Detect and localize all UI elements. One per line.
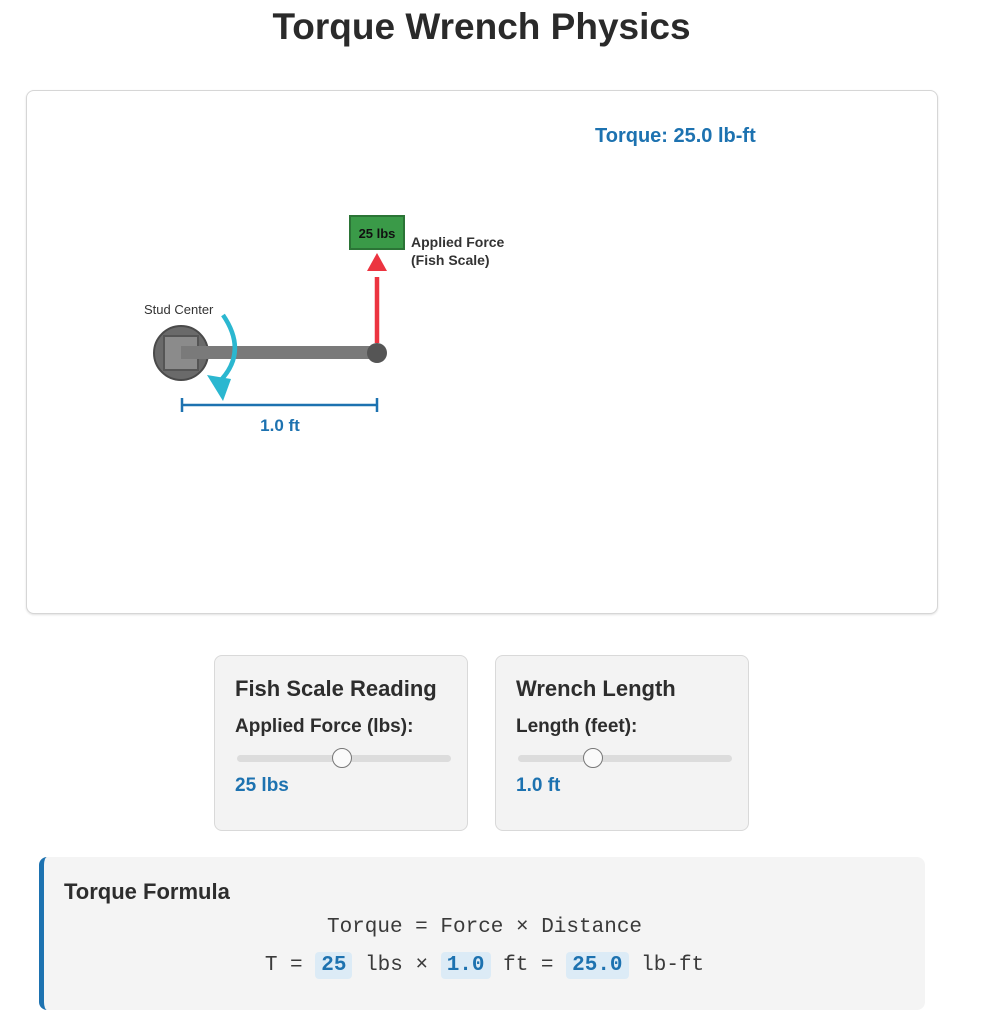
torque-readout: Torque: 25.0 lb-ft — [595, 125, 756, 147]
formula-box: Torque Formula Torque = Force × Distance… — [39, 857, 925, 1010]
force-control-card: Fish Scale Reading Applied Force (lbs): … — [214, 655, 468, 831]
length-slider[interactable] — [518, 748, 732, 768]
fish-scale-label: 25 lbs — [359, 226, 396, 241]
page-title: Torque Wrench Physics — [272, 6, 691, 47]
applied-force-label: Applied Force — [411, 234, 505, 250]
fish-scale-box — [349, 215, 405, 250]
formula-unit-lbft: lb-ft — [628, 954, 705, 977]
force-slider-label: Applied Force (lbs): — [235, 716, 414, 737]
length-slider-label: Length (feet): — [516, 716, 638, 737]
wrench-diagram: 25 lbs Applied Force (Fish Scale) Stud C… — [144, 215, 505, 435]
fish-scale-sublabel: (Fish Scale) — [411, 252, 490, 268]
force-arrowhead — [367, 253, 387, 271]
wrench-bar — [181, 346, 378, 359]
formula-calculation: T = 25 lbs × 1.0 ft = 25.0 lb-ft — [44, 952, 925, 979]
force-slider-thumb[interactable] — [331, 748, 352, 768]
length-card-title: Wrench Length — [516, 676, 676, 701]
rotation-arrow-icon — [216, 313, 237, 385]
formula-distance-value: 1.0 — [440, 952, 491, 979]
distance-label: 1.0 ft — [260, 416, 300, 435]
simulation-panel: 25 lbs Applied Force (Fish Scale) Stud C… — [26, 90, 938, 614]
formula-result-value: 25.0 — [566, 952, 629, 979]
formula-force-value: 25 — [315, 952, 353, 979]
force-point — [367, 343, 387, 363]
force-card-title: Fish Scale Reading — [235, 676, 437, 701]
length-slider-thumb[interactable] — [582, 748, 603, 768]
formula-general: Torque = Force × Distance — [326, 916, 643, 939]
formula-title: Torque Formula — [64, 879, 230, 904]
length-value: 1.0 ft — [516, 775, 561, 796]
formula-unit-lbs: lbs × — [352, 954, 441, 977]
force-value: 25 lbs — [235, 775, 289, 796]
force-slider[interactable] — [237, 748, 451, 768]
length-control-card: Wrench Length Length (feet): 1.0 ft — [495, 655, 749, 831]
stud-center-label: Stud Center — [144, 302, 214, 317]
rotation-arrowhead — [207, 375, 231, 401]
formula-prefix: T = — [264, 954, 316, 977]
formula-unit-ft: ft = — [490, 954, 567, 977]
